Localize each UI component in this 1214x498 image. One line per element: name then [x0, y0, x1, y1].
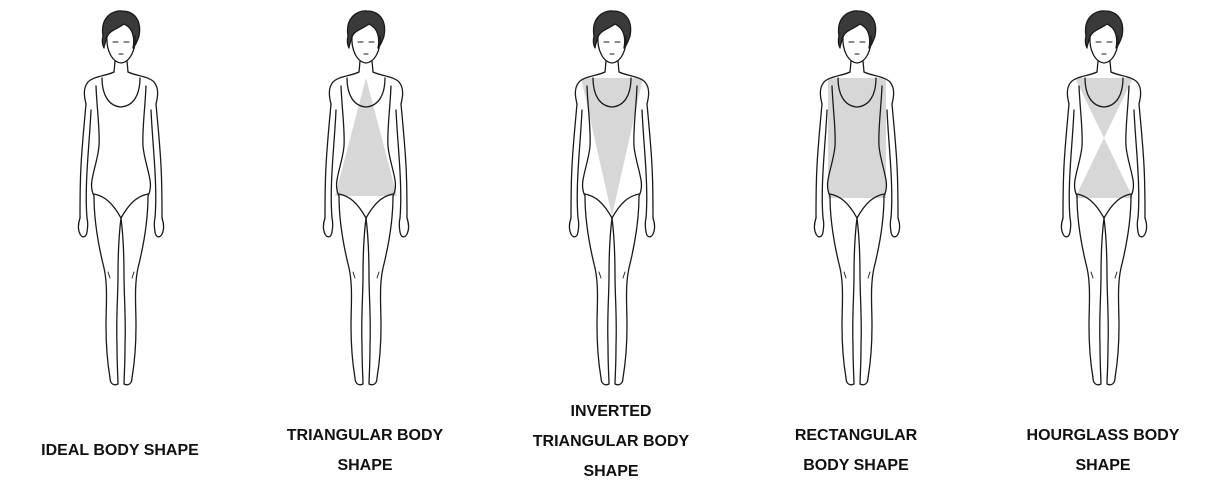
figure-panel-rectangular: RECTANGULAR BODY SHAPE: [756, 0, 956, 498]
hourglass-caption: HOURGLASS BODY SHAPE: [1003, 421, 1203, 481]
rectangular-shape-shading: [828, 78, 886, 198]
hourglass-shading-shape: [1075, 78, 1133, 198]
inverted-triangular-caption-line-1: INVERTED: [511, 397, 711, 427]
figure-panel-inverted-triangular: INVERTED TRIANGULAR BODY SHAPE: [511, 0, 711, 498]
triangular-caption: TRIANGULAR BODY SHAPE: [265, 421, 465, 481]
ideal-body-figure-illustration: [20, 6, 220, 388]
inverted-triangular-caption: INVERTED TRIANGULAR BODY SHAPE: [511, 397, 711, 487]
rectangular-caption-line-2: BODY SHAPE: [756, 451, 956, 481]
triangular-caption-line-1: TRIANGULAR BODY: [265, 421, 465, 451]
inverted-triangular-body-figure-illustration: [511, 6, 711, 388]
rectangular-shading-shape: [828, 78, 886, 198]
figure-panel-triangular: TRIANGULAR BODY SHAPE: [265, 0, 465, 498]
rectangular-caption: RECTANGULAR BODY SHAPE: [756, 421, 956, 481]
ideal-caption: IDEAL BODY SHAPE: [20, 436, 220, 466]
triangular-caption-line-2: SHAPE: [265, 451, 465, 481]
inverted-triangular-caption-line-2: TRIANGULAR BODY: [511, 427, 711, 457]
figure-panel-ideal: IDEAL BODY SHAPE: [20, 0, 220, 498]
triangular-body-outline: [324, 11, 409, 385]
ideal-caption-line-1: IDEAL BODY SHAPE: [20, 436, 220, 466]
ideal-body-outline: [79, 11, 164, 385]
rectangular-caption-line-1: RECTANGULAR: [756, 421, 956, 451]
triangular-body-figure-illustration: [265, 6, 465, 388]
hourglass-caption-line-2: SHAPE: [1003, 451, 1203, 481]
rectangular-body-figure-illustration: [756, 6, 956, 388]
hourglass-body-figure-illustration: [1003, 6, 1203, 388]
figure-panel-hourglass: HOURGLASS BODY SHAPE: [1003, 0, 1203, 498]
hourglass-shape-shading: [1075, 78, 1133, 198]
inverted-triangular-caption-line-3: SHAPE: [511, 457, 711, 487]
hourglass-caption-line-1: HOURGLASS BODY: [1003, 421, 1203, 451]
